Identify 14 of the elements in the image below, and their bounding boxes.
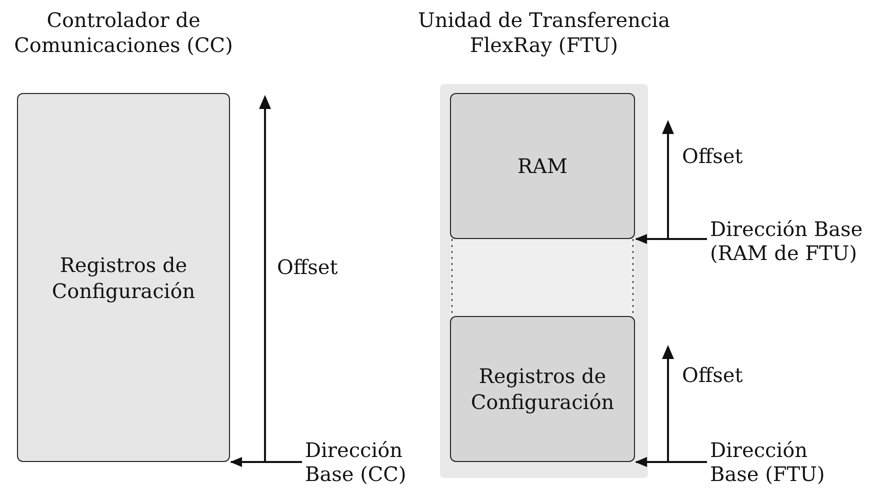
offset-label: Offset xyxy=(682,144,743,168)
block-label: RAM xyxy=(518,153,568,179)
address-label: Dirección Base (RAM de FTU) xyxy=(710,217,890,267)
heading: Controlador de Comunicaciones (CC) xyxy=(13,8,234,59)
pointer-arrow xyxy=(635,234,707,244)
pointer-arrow xyxy=(230,457,302,467)
offset-label: Offset xyxy=(277,255,338,279)
block-label: Registros de Configuración xyxy=(50,252,196,304)
address-label: Dirección Base (FTU) xyxy=(710,438,830,488)
offset-label: Offset xyxy=(682,363,743,387)
block-label: Registros de Configuración xyxy=(470,363,616,415)
heading: Unidad de Transferencia FlexRay (FTU) xyxy=(416,8,672,59)
pointer-arrow xyxy=(635,457,707,467)
address-label: Dirección Base (CC) xyxy=(305,438,425,488)
